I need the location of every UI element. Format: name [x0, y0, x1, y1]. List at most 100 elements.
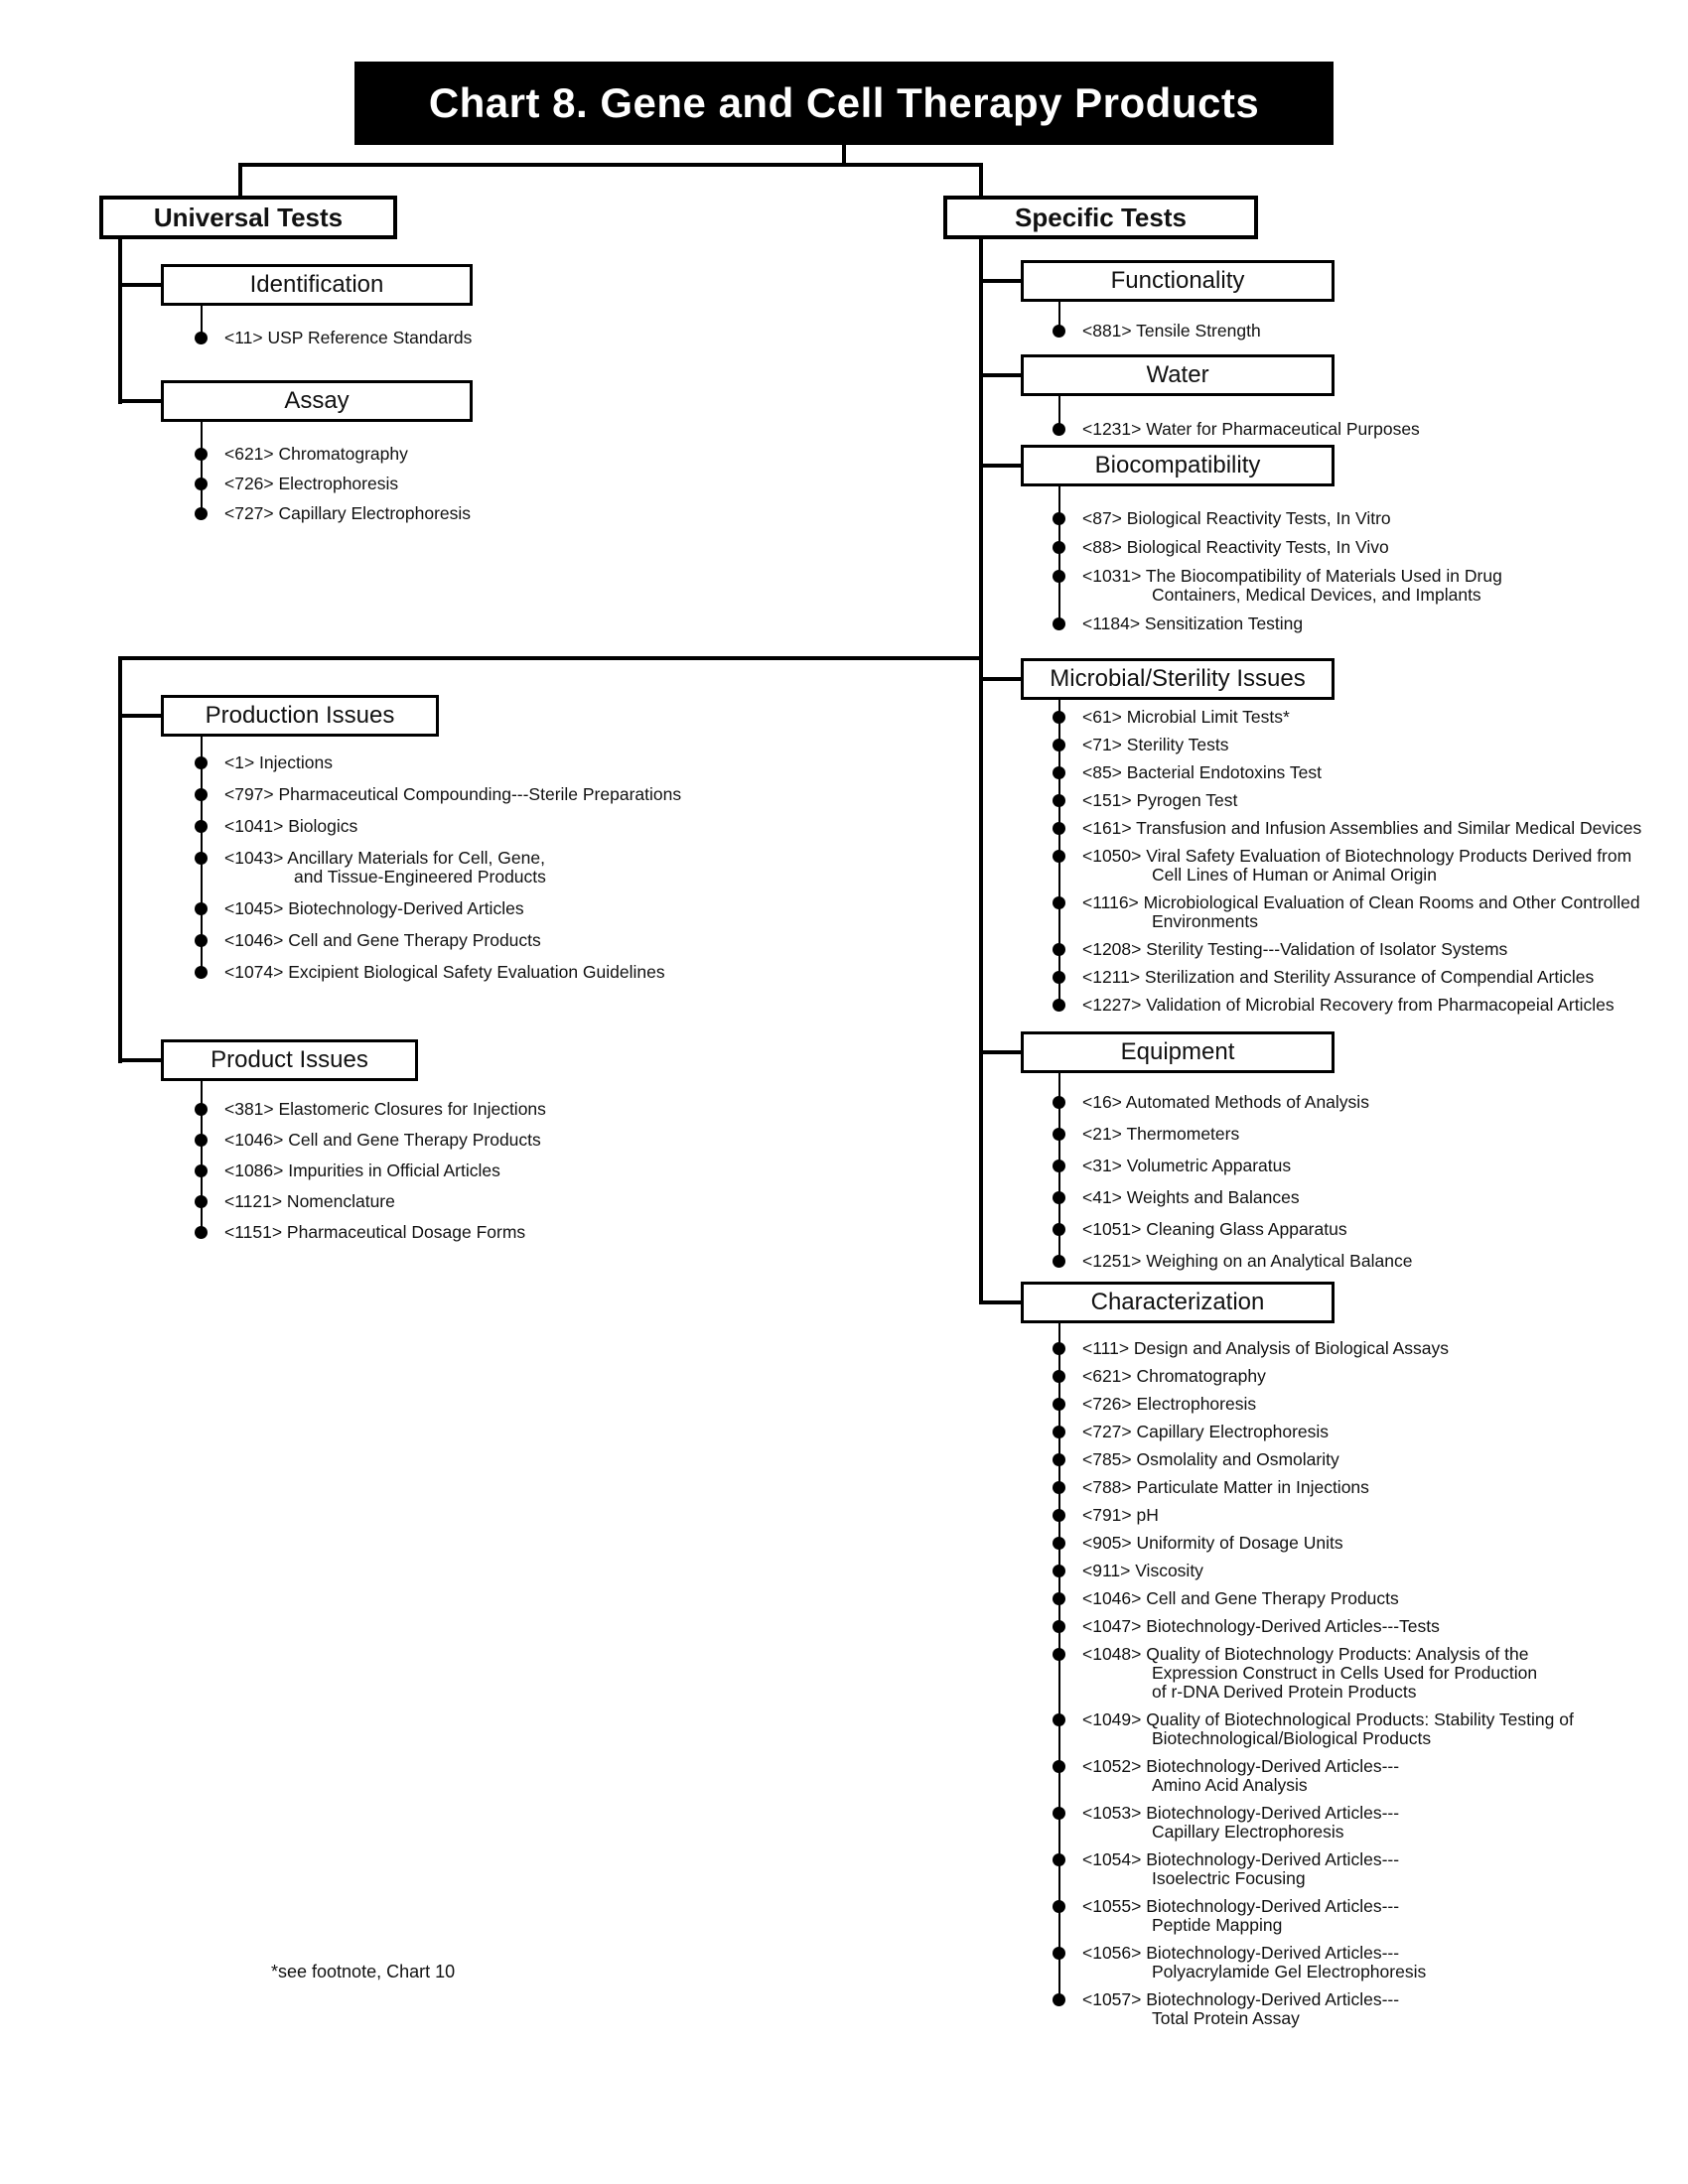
chapter-item-text: <1074> Excipient Biological Safety Evalu…	[224, 962, 665, 982]
chapter-item-text: <1184> Sensitization Testing	[1082, 614, 1304, 633]
chapter-item-text: <1041> Biologics	[224, 816, 358, 836]
bullet-icon	[1053, 1565, 1065, 1577]
section-label-characterization: Characterization	[1090, 1289, 1265, 1315]
chapter-item-text: <61> Microbial Limit Tests*	[1082, 707, 1290, 727]
chart-title: Chart 8. Gene and Cell Therapy Products	[354, 62, 1334, 145]
bullet-icon	[1053, 512, 1065, 525]
connector-right-drop	[979, 163, 983, 199]
bullet-icon	[195, 788, 208, 801]
section-items-characterization: <111> Design and Analysis of Biological …	[1053, 1339, 1574, 2037]
section-items-functionality: <881> Tensile Strength	[1053, 322, 1261, 350]
bullet-icon	[195, 1164, 208, 1177]
section-label-product-issues: Product Issues	[211, 1046, 368, 1073]
chapter-item: <727> Capillary Electrophoresis	[1053, 1423, 1574, 1441]
bullet-icon	[195, 1134, 208, 1147]
chapter-item-text: <85> Bacterial Endotoxins Test	[1082, 762, 1322, 782]
section-box-functionality: Functionality	[1021, 260, 1335, 302]
chapter-item: <41> Weights and Balances	[1053, 1188, 1412, 1207]
section-box-water: Water	[1021, 354, 1335, 396]
chapter-item: <16> Automated Methods of Analysis	[1053, 1093, 1412, 1112]
section-box-biocompatibility: Biocompatibility	[1021, 445, 1335, 486]
chapter-item-text: <1031> The Biocompatibility of Materials…	[1082, 566, 1502, 605]
bullet-icon	[1053, 971, 1065, 984]
section-items-assay: <621> Chromatography<726> Electrophoresi…	[195, 445, 471, 534]
chapter-item-text: <1251> Weighing on an Analytical Balance	[1082, 1251, 1413, 1271]
chapter-item-text: <1046> Cell and Gene Therapy Products	[224, 930, 541, 950]
chapter-item: <1046> Cell and Gene Therapy Products	[1053, 1589, 1574, 1608]
bullet-icon	[1053, 850, 1065, 863]
connector-stub-characterization	[979, 1300, 1024, 1304]
bullet-icon	[1053, 999, 1065, 1012]
item-connector-line-characterization	[1057, 1323, 1060, 2000]
section-label-equipment: Equipment	[1120, 1038, 1235, 1065]
chapter-item: <1050> Viral Safety Evaluation of Biotec…	[1053, 847, 1641, 885]
bullet-icon	[195, 852, 208, 865]
chapter-item: <21> Thermometers	[1053, 1125, 1412, 1144]
chapter-item: <911> Viscosity	[1053, 1562, 1574, 1580]
chapter-item-text: <31> Volumetric Apparatus	[1082, 1156, 1292, 1175]
chapter-item: <1116> Microbiological Evaluation of Cle…	[1053, 893, 1641, 931]
chapter-item-text: <1227> Validation of Microbial Recovery …	[1082, 995, 1615, 1015]
chapter-item-text: <911> Viscosity	[1082, 1561, 1203, 1580]
bullet-icon	[195, 507, 208, 520]
chapter-item: <881> Tensile Strength	[1053, 322, 1261, 341]
chart-title-text: Chart 8. Gene and Cell Therapy Products	[428, 79, 1260, 126]
item-connector-line-assay	[200, 422, 203, 514]
bullet-icon	[1053, 1191, 1065, 1204]
chapter-item-text: <1211> Sterilization and Sterility Assur…	[1082, 967, 1595, 987]
chapter-item: <726> Electrophoresis	[1053, 1395, 1574, 1414]
section-items-production-issues: <1> Injections<797> Pharmaceutical Compo…	[195, 753, 681, 995]
bullet-icon	[1053, 896, 1065, 909]
section-box-equipment: Equipment	[1021, 1031, 1335, 1073]
bullet-icon	[195, 1103, 208, 1116]
chapter-item: <61> Microbial Limit Tests*	[1053, 708, 1641, 727]
section-label-water: Water	[1146, 361, 1209, 388]
chapter-item-text: <791> pH	[1082, 1505, 1159, 1525]
bullet-icon	[1053, 1648, 1065, 1661]
chapter-item: <1046> Cell and Gene Therapy Products	[195, 931, 681, 950]
chapter-item-text: <1055> Biotechnology-Derived Articles---…	[1082, 1896, 1400, 1935]
chapter-item-text: <726> Electrophoresis	[1082, 1394, 1257, 1414]
chapter-item: <1227> Validation of Microbial Recovery …	[1053, 996, 1641, 1015]
bullet-icon	[195, 448, 208, 461]
chapter-item-text: <1121> Nomenclature	[224, 1191, 395, 1211]
item-connector-line-functionality	[1057, 302, 1060, 332]
bullet-icon	[1053, 1807, 1065, 1820]
connector-stub-functionality	[979, 279, 1024, 283]
chapter-item-text: <1048> Quality of Biotechnology Products…	[1082, 1644, 1538, 1702]
chapter-item: <1055> Biotechnology-Derived Articles---…	[1053, 1897, 1574, 1935]
chapter-item-text: <785> Osmolality and Osmolarity	[1082, 1449, 1339, 1469]
section-label-biocompatibility: Biocompatibility	[1094, 452, 1261, 478]
chapter-item: <151> Pyrogen Test	[1053, 791, 1641, 810]
chapter-item-text: <88> Biological Reactivity Tests, In Viv…	[1082, 537, 1389, 557]
chapter-item: <797> Pharmaceutical Compounding---Steri…	[195, 785, 681, 804]
bullet-icon	[1053, 794, 1065, 807]
connector-cross-line	[118, 656, 983, 660]
section-box-product-issues: Product Issues	[161, 1039, 418, 1081]
chapter-item: <1051> Cleaning Glass Apparatus	[1053, 1220, 1412, 1239]
chapter-item: <1251> Weighing on an Analytical Balance	[1053, 1252, 1412, 1271]
bullet-icon	[1053, 1760, 1065, 1773]
connector-specific-trunk	[979, 237, 983, 1304]
chapter-item: <1121> Nomenclature	[195, 1192, 546, 1211]
bullet-icon	[1053, 325, 1065, 338]
bullet-icon	[1053, 1223, 1065, 1236]
bullet-icon	[1053, 1509, 1065, 1522]
bullet-icon	[195, 1195, 208, 1208]
chapter-item: <1151> Pharmaceutical Dosage Forms	[195, 1223, 546, 1242]
connector-stub-biocompatibility	[979, 464, 1024, 468]
chapter-item-text: <1046> Cell and Gene Therapy Products	[224, 1130, 541, 1150]
chapter-item: <1184> Sensitization Testing	[1053, 614, 1502, 633]
chapter-item-text: <1056> Biotechnology-Derived Articles---…	[1082, 1943, 1427, 1981]
bullet-icon	[1053, 1096, 1065, 1109]
chapter-item-text: <1045> Biotechnology-Derived Articles	[224, 898, 524, 918]
chapter-item-text: <1051> Cleaning Glass Apparatus	[1082, 1219, 1347, 1239]
bullet-icon	[195, 820, 208, 833]
chapter-item: <1074> Excipient Biological Safety Evalu…	[195, 963, 681, 982]
branch-label-specific: Specific Tests	[1015, 202, 1187, 232]
chapter-item-text: <621> Chromatography	[224, 444, 408, 464]
section-label-identification: Identification	[249, 271, 384, 298]
bullet-icon	[195, 1226, 208, 1239]
section-label-production-issues: Production Issues	[205, 702, 395, 729]
chapter-item: <785> Osmolality and Osmolarity	[1053, 1450, 1574, 1469]
